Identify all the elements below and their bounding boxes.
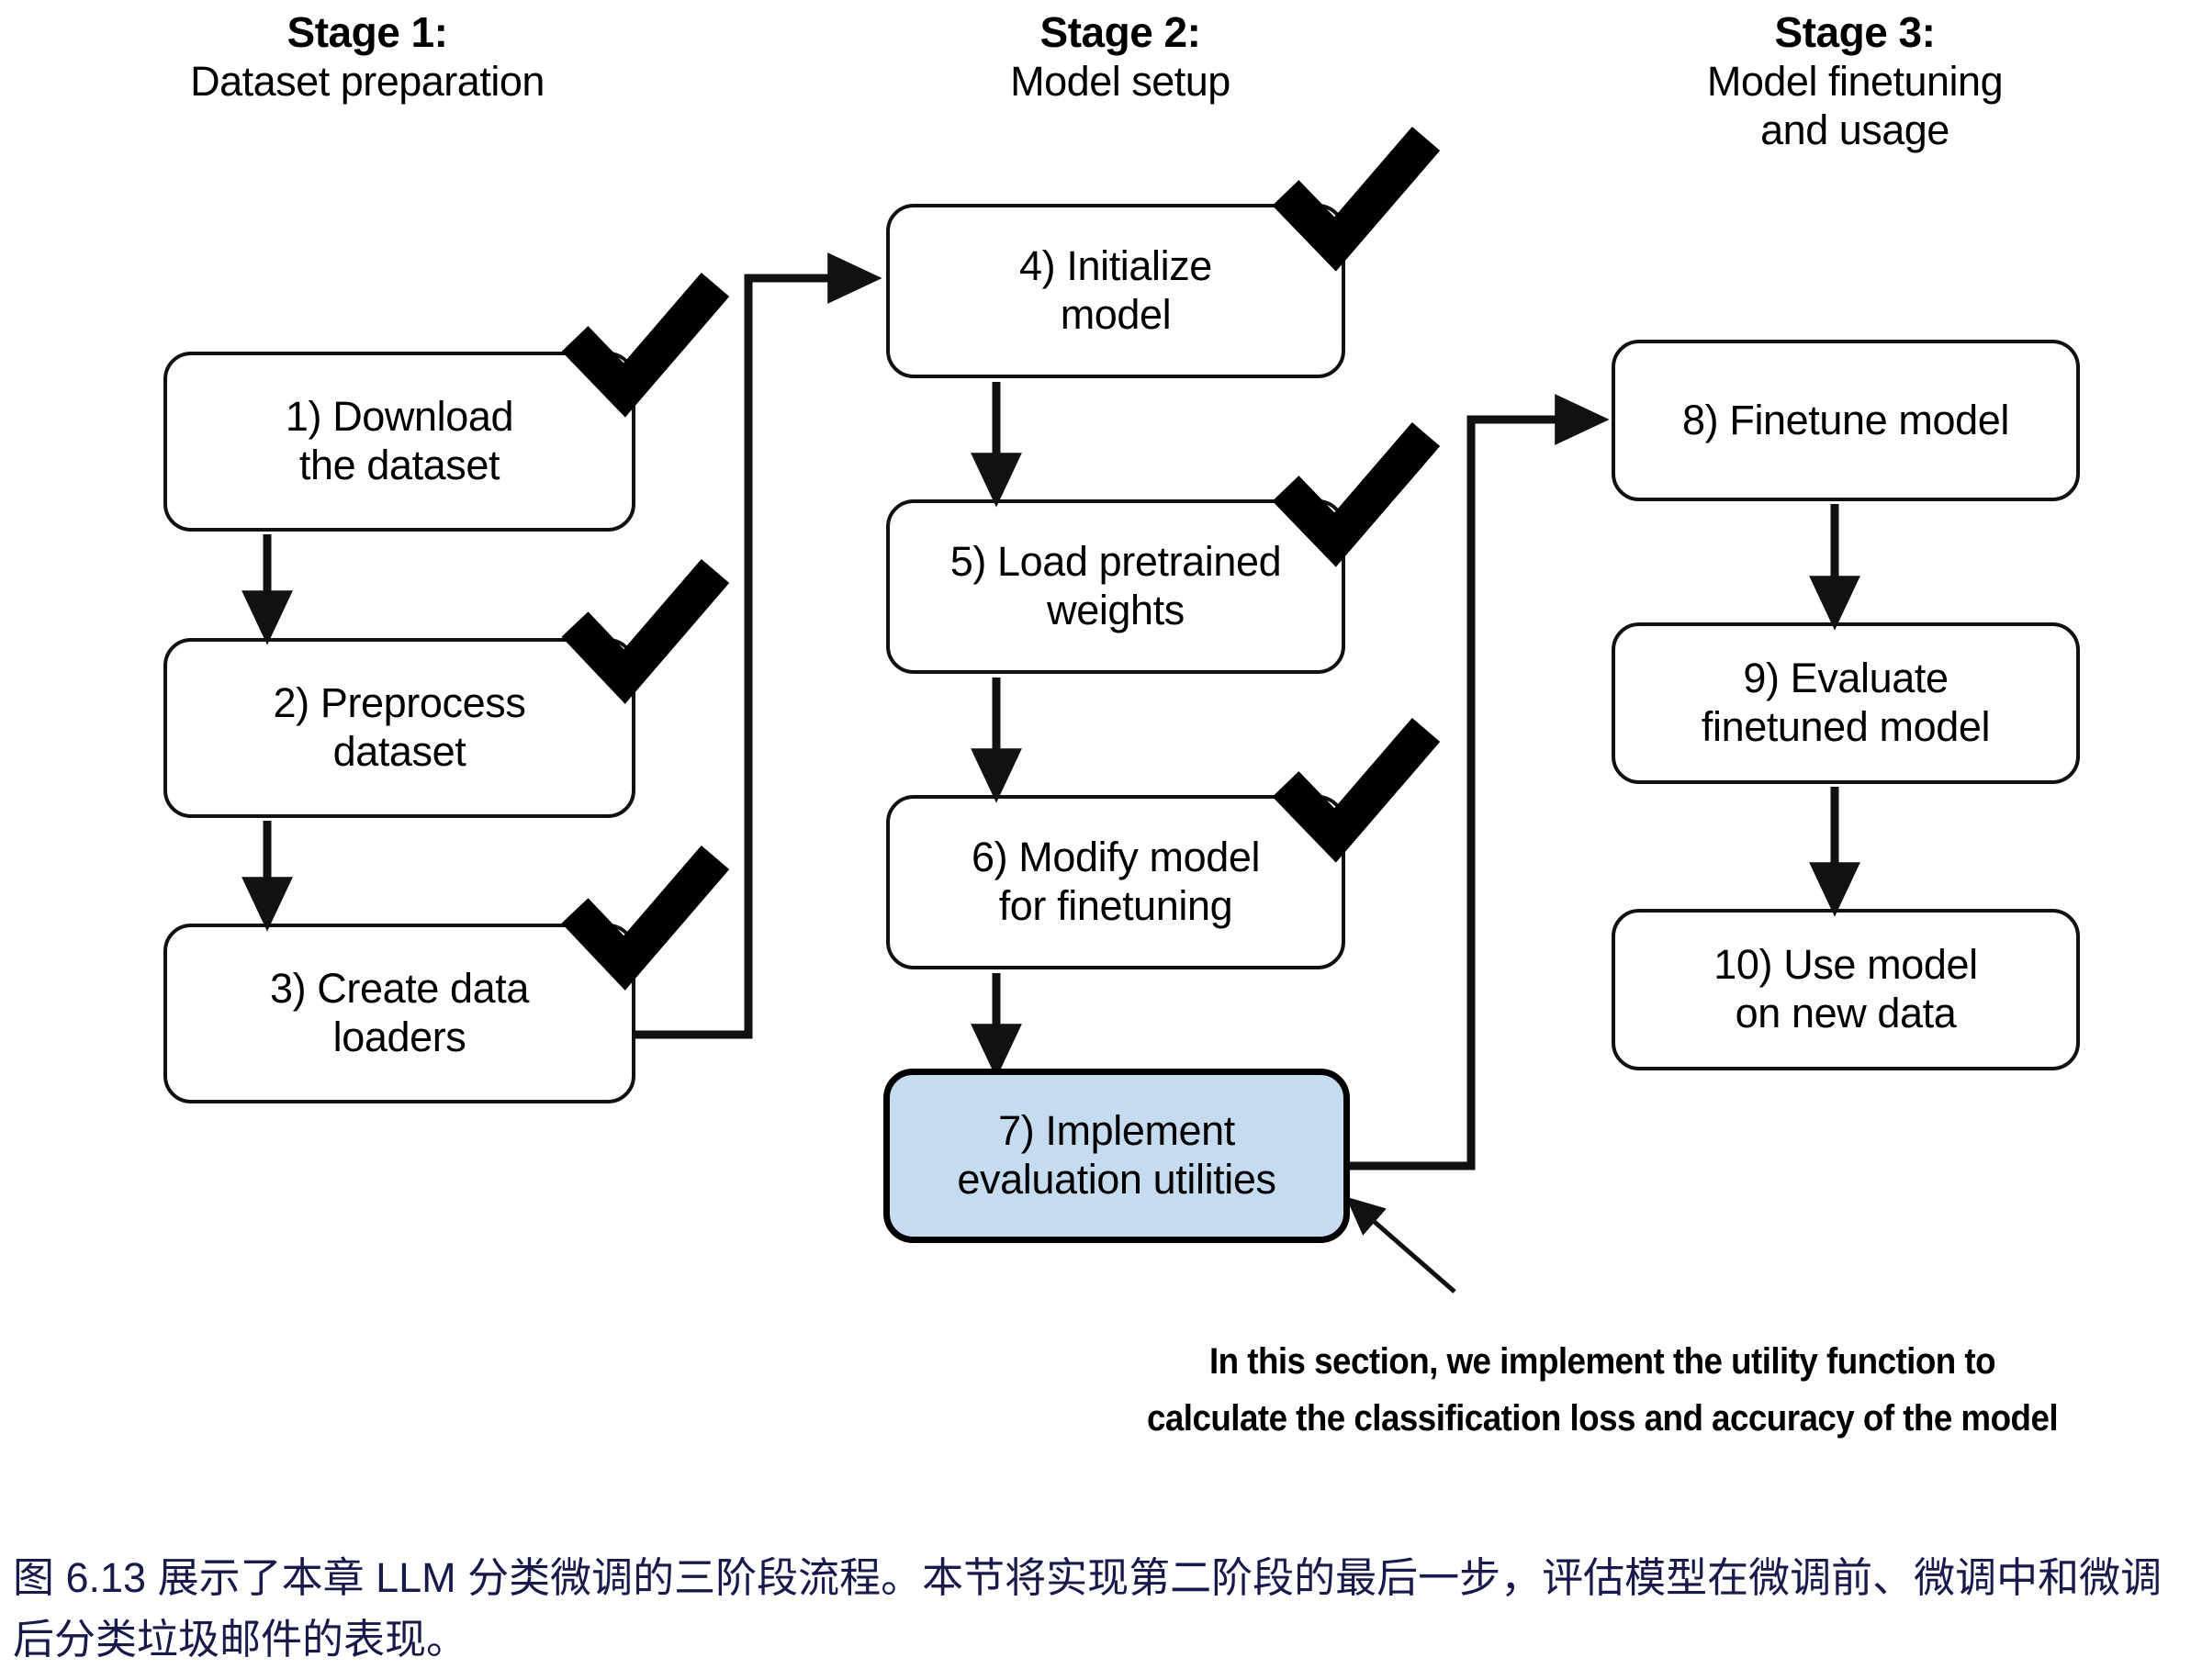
annotation-line-1: In this section, we implement the utilit… <box>1208 1341 1996 1382</box>
step-box-load-pretrained-weights[interactable]: 5) Load pretrained weights <box>886 499 1345 674</box>
step-box-label: 9) Evaluate finetuned model <box>1701 655 1991 750</box>
annotation-pointer-arrow <box>1345 1196 1456 1294</box>
step-box-implement-evaluation-utilities[interactable]: 7) Implement evaluation utilities <box>883 1069 1350 1243</box>
step-box-initialize-model[interactable]: 4) Initialize model <box>886 204 1345 378</box>
step-box-evaluate-finetuned-model[interactable]: 9) Evaluate finetuned model <box>1612 622 2080 784</box>
stage-3-heading: Stage 3: Model finetuning and usage <box>1598 7 2112 154</box>
step-box-create-data-loaders[interactable]: 3) Create data loaders <box>163 924 635 1103</box>
stage-2-subtitle: Model setup <box>1010 58 1230 106</box>
stage-2-title: Stage 2: <box>1039 8 1201 56</box>
stage-2-heading: Stage 2: Model setup <box>863 7 1377 106</box>
step-box-label: 4) Initialize model <box>1019 242 1212 338</box>
connector-box3-to-box4 <box>635 252 882 1039</box>
step-box-modify-model-for-finetuning[interactable]: 6) Modify model for finetuning <box>886 795 1345 969</box>
stage-3-subtitle: Model finetuning and usage <box>1706 58 2004 154</box>
step-box-label: 2) Preprocess dataset <box>273 679 526 775</box>
annotation-line-2: calculate the classification loss and ac… <box>1146 1398 2059 1439</box>
connector-box7-to-box8 <box>1350 394 1610 1170</box>
step-box-label: 3) Create data loaders <box>269 965 530 1060</box>
step-box-finetune-model[interactable]: 8) Finetune model <box>1612 340 2080 501</box>
stage-3-title: Stage 3: <box>1774 8 1936 56</box>
stage-1-subtitle: Dataset preparation <box>190 58 545 106</box>
stage-1-title: Stage 1: <box>286 8 448 56</box>
annotation-text: In this section, we implement the utilit… <box>1066 1333 2139 1447</box>
step-box-label: 1) Download the dataset <box>285 393 514 488</box>
step-box-label: 8) Finetune model <box>1682 396 2009 443</box>
step-box-download-dataset[interactable]: 1) Download the dataset <box>163 352 635 532</box>
step-box-label: 10) Use model on new data <box>1713 941 1978 1036</box>
step-box-label: 5) Load pretrained weights <box>949 538 1282 633</box>
step-box-label: 7) Implement evaluation utilities <box>957 1107 1276 1203</box>
stage-1-heading: Stage 1: Dataset preparation <box>83 7 652 106</box>
step-box-preprocess-dataset[interactable]: 2) Preprocess dataset <box>163 638 635 818</box>
step-box-label: 6) Modify model for finetuning <box>971 834 1261 929</box>
step-box-use-model-on-new-data[interactable]: 10) Use model on new data <box>1612 909 2080 1070</box>
figure-caption: 图 6.13 展示了本章 LLM 分类微调的三阶段流程。本节将实现第二阶段的最后… <box>13 1554 2163 1663</box>
